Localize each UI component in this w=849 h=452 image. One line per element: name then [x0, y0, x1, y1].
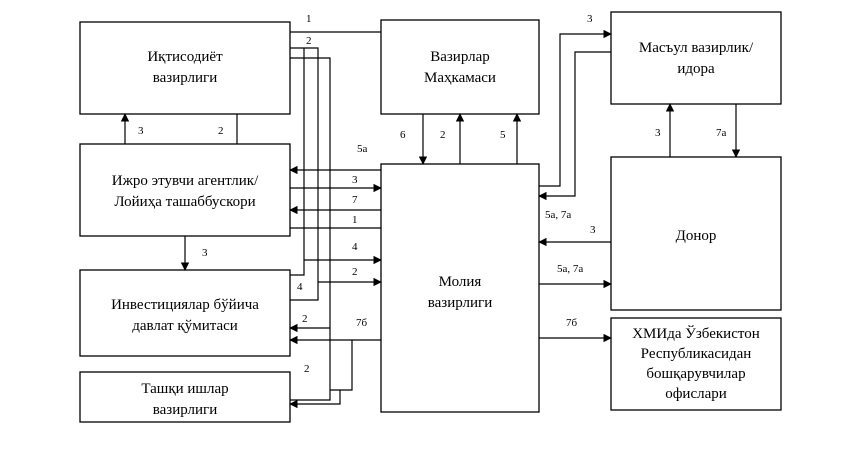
label-4-finance: 4 [352, 241, 358, 253]
donor-box: Донор [610, 156, 782, 311]
economy-ministry-line-2: вазирлиги [153, 70, 218, 86]
label-2-investment: 2 [302, 313, 308, 325]
label-6: 6 [400, 129, 406, 141]
foreign-affairs-line-2: вазирлиги [153, 402, 218, 418]
finance-ministry-box: Молия вазирлиги [380, 163, 540, 413]
agency-line-1: Ижро этувчи агентлик/ [112, 173, 259, 189]
finance-ministry-line-1: Молия [439, 274, 482, 290]
responsible-ministry-box: Масъул вазирлик/ идора [610, 11, 782, 105]
label-7b-ifi: 7б [566, 317, 578, 329]
label-2-econ-top: 2 [306, 35, 312, 47]
label-5a: 5а [357, 143, 368, 155]
ifi-offices-box: ХМИда Ўзбекистон Республикасидан бошқару… [610, 317, 782, 411]
label-5a7a-resp: 5а, 7а [545, 209, 571, 221]
cabinet-box: Вазирлар Маҳкамаси [380, 19, 540, 115]
label-7b-investment: 7б [356, 317, 368, 329]
responsible-ministry-line-1: Масъул вазирлик/ [639, 40, 754, 56]
label-1-econ-cabinet: 1 [306, 13, 312, 25]
finance-ministry-line-2: вазирлиги [428, 295, 493, 311]
label-7-agency: 7 [352, 194, 358, 206]
label-3-responsible: 3 [587, 13, 593, 25]
label-3-donor-finance: 3 [590, 224, 596, 236]
label-3-agency-down: 3 [202, 247, 208, 259]
economy-ministry-box: Иқтисодиёт вазирлиги [79, 21, 291, 115]
investment-committee-line-1: Инвестициялар бўйича [111, 297, 259, 313]
label-5-cabinet: 5 [500, 129, 506, 141]
responsible-ministry-line-2: идора [677, 61, 715, 77]
ifi-offices-line-1: ХМИда Ўзбекистон [632, 325, 760, 342]
connector-econ-foreignaffairs-2 [289, 390, 341, 409]
foreign-affairs-box: Ташқи ишлар вазирлиги [79, 371, 291, 423]
economy-ministry-line-1: Иқтисодиёт [147, 49, 223, 65]
connector-econ-fin-2 [290, 57, 331, 401]
ifi-offices-line-2: Республикасидан [641, 346, 752, 362]
cabinet-line-2: Маҳкамаси [424, 70, 496, 86]
foreign-affairs-line-1: Ташқи ишлар [141, 381, 228, 397]
donor-label: Донор [676, 228, 717, 244]
label-2-finance: 2 [352, 266, 358, 278]
label-3-donor-responsible: 3 [655, 127, 661, 139]
label-2-econ-agency: 2 [218, 125, 224, 137]
agency-line-2: Лойиҳа ташаббускори [114, 194, 255, 210]
label-1-agency: 1 [352, 214, 358, 226]
label-5a7a-donor: 5а, 7а [557, 263, 583, 275]
cabinet-line-1: Вазирлар [430, 49, 490, 65]
label-3-agency-econ: 3 [138, 125, 144, 137]
connector-finance-responsible [539, 29, 612, 187]
label-7a-responsible-donor: 7а [716, 127, 727, 139]
investment-committee-box: Инвестициялар бўйича давлат қўмитаси [79, 269, 291, 357]
connector-responsible-finance [538, 51, 611, 201]
ifi-offices-line-4: офислари [665, 386, 727, 402]
label-2-cabinet: 2 [440, 129, 446, 141]
label-3-agency: 3 [352, 174, 358, 186]
connector-finance-foreignaffairs [330, 340, 353, 391]
label-4-investment: 4 [297, 281, 303, 293]
connector-investment-finance-4 [290, 48, 305, 276]
investment-committee-line-2: давлат қўмитаси [132, 318, 238, 334]
ifi-offices-line-3: бошқарувчилар [646, 366, 745, 382]
agency-box: Ижро этувчи агентлик/ Лойиҳа ташаббускор… [79, 143, 291, 237]
label-2-foreign-affairs: 2 [304, 363, 310, 375]
